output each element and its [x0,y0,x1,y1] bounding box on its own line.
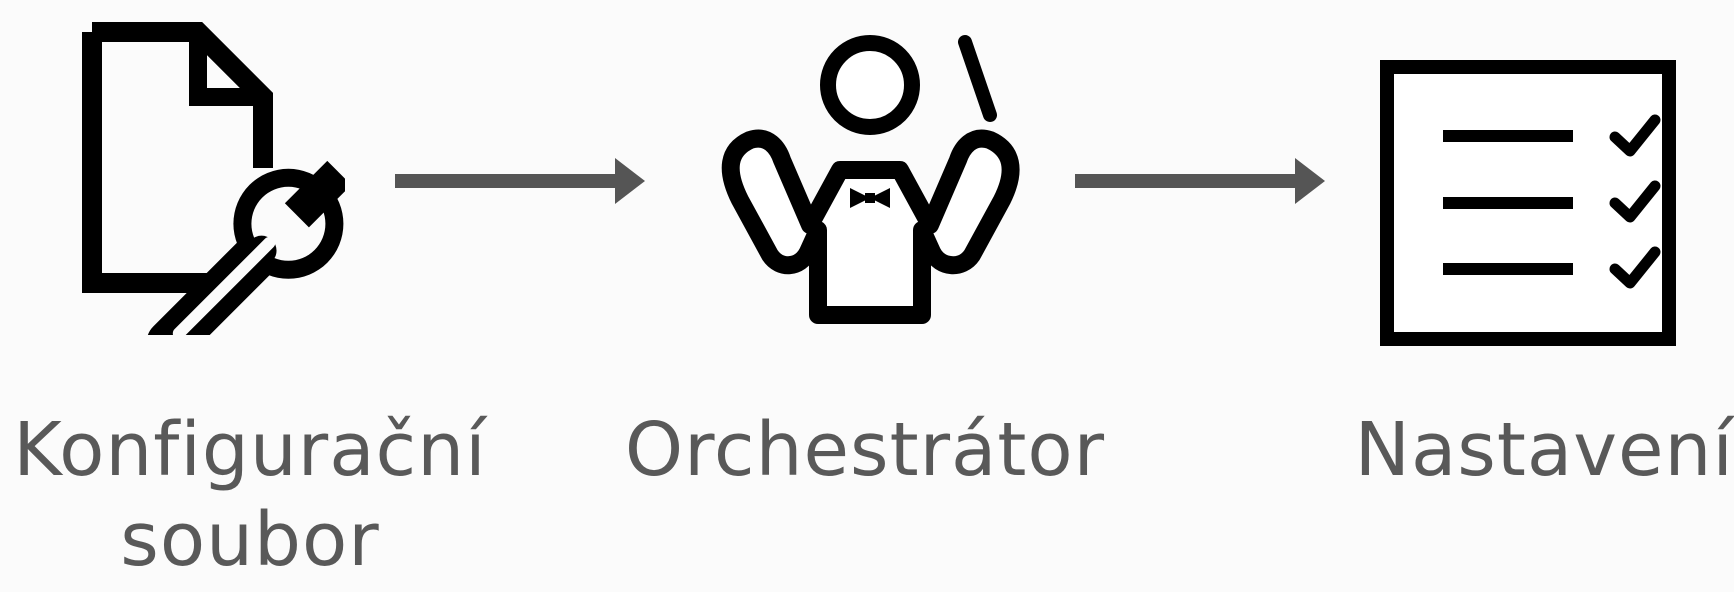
checklist-icon [1380,60,1676,346]
config-file-label-line1: Konfigurační [13,407,487,493]
settings-label: Nastavení [1354,407,1734,493]
arrow-right-icon [1075,158,1325,204]
orchestrator-label: Orchestrátor [624,407,1106,493]
config-file-label-line2: soubor [120,497,380,583]
config-file-wrench-icon [82,22,345,335]
config-file-label: Konfigurační soubor [0,405,500,585]
arrow-right-icon [395,158,645,204]
conductor-icon [721,35,1020,324]
